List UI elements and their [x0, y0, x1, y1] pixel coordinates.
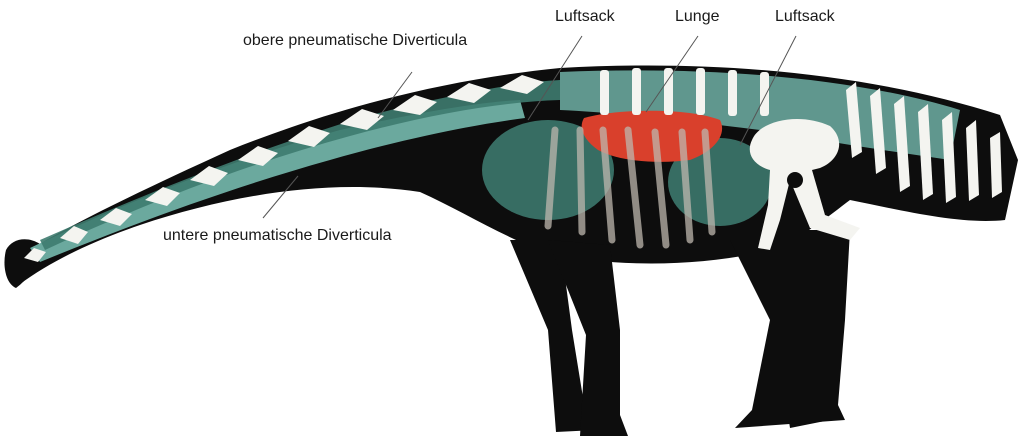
label-air-sac-front: Luftsack: [555, 9, 615, 25]
label-lower-diverticula: untere pneumatische Diverticula: [163, 228, 392, 244]
label-air-sac-rear: Luftsack: [775, 9, 835, 25]
label-lung: Lunge: [675, 9, 720, 25]
label-upper-diverticula: obere pneumatische Diverticula: [243, 33, 467, 49]
